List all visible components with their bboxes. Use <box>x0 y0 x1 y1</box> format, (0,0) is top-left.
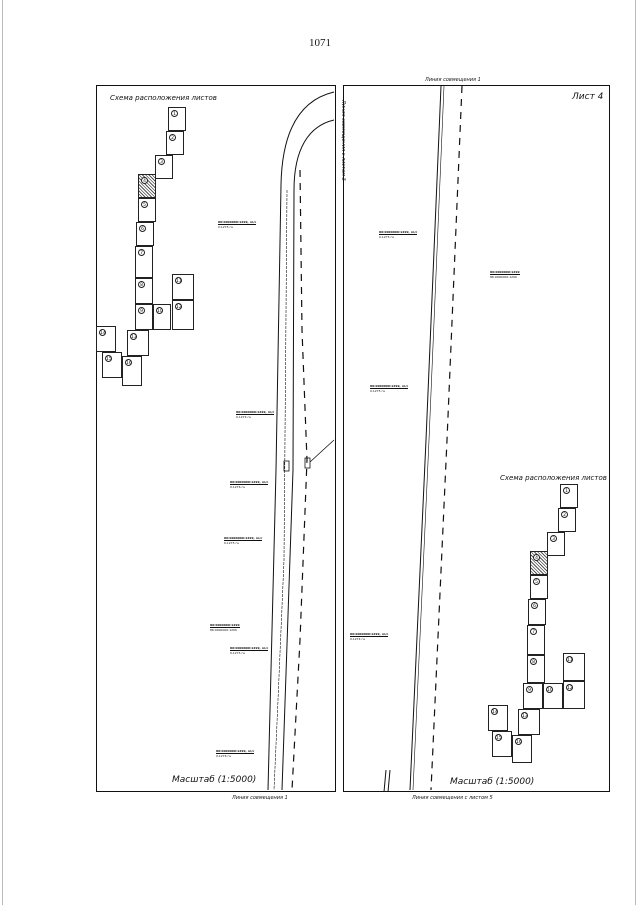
left-scheme-cell-7: 7 <box>135 246 153 278</box>
left-scheme-cell-12: 12 <box>172 300 194 330</box>
left-scheme-cell-current: 4 <box>138 174 156 198</box>
right-top-line-label: Линия совмещения 1 <box>425 77 481 83</box>
left-bottom-line-label: Линия совмещения 1 <box>232 795 288 801</box>
left-branch-line <box>309 439 335 463</box>
right-scheme-cell-8: 8 <box>527 655 545 683</box>
left-scheme-cell-2: 2 <box>166 131 184 155</box>
right-scheme-cell-15: 15 <box>492 731 512 757</box>
right-bottom-line-label: Линия совмещения с листом 5 <box>412 795 493 801</box>
right-scheme-cell-11: 11 <box>563 653 585 681</box>
right-scheme-title: Схема расположения листов <box>500 474 607 482</box>
left-scheme-cell-5: 5 <box>138 198 156 222</box>
right-scheme-cell-current: 4 <box>530 551 548 575</box>
right-scheme-cell-6: 6 <box>528 599 546 625</box>
right-scheme-cell-7: 7 <box>527 625 545 655</box>
sheet-number-label: Лист 4 <box>572 92 604 102</box>
right-scheme-cell-12: 12 <box>563 681 585 709</box>
left-pipeline-dashed <box>291 169 308 791</box>
left-junction-box-2 <box>304 457 311 469</box>
left-scale-label: Масштаб (1:5000) <box>172 775 257 785</box>
right-scheme-cell-13: 13 <box>518 709 540 735</box>
right-scheme-cell-14: 14 <box>488 705 508 731</box>
right-bottom-line-1 <box>383 769 387 793</box>
right-sheet-frame <box>343 85 610 792</box>
left-scheme-cell-15: 15 <box>102 352 122 378</box>
right-scheme-cell-5: 5 <box>530 575 548 599</box>
right-road-edge-1 <box>409 85 442 791</box>
right-road-edge-2 <box>412 85 445 791</box>
left-scheme-cell-8: 8 <box>135 278 153 304</box>
left-scheme-cell-1: 1 <box>168 107 186 131</box>
left-road-edge-outer <box>267 91 335 791</box>
right-pipeline-dashed <box>430 85 463 791</box>
right-scale-label: Масштаб (1:5000) <box>450 777 535 787</box>
left-scheme-cell-14: 14 <box>96 326 116 352</box>
right-scheme-cell-10: 10 <box>543 683 563 709</box>
right-scheme-cell-2: 2 <box>558 508 576 532</box>
right-scheme-cell-1: 1 <box>560 484 578 508</box>
right-bottom-line-2 <box>387 769 391 793</box>
page-edge-left <box>2 0 3 905</box>
left-scheme-cell-6: 6 <box>136 222 154 246</box>
left-scheme-cell-11: 11 <box>172 274 194 300</box>
right-scheme-cell-16: 16 <box>512 735 532 763</box>
left-scheme-cell-13: 13 <box>127 330 149 356</box>
left-scheme-cell-16: 16 <box>122 356 142 386</box>
right-scheme-cell-9: 9 <box>523 683 543 709</box>
left-scheme-cell-10: 10 <box>153 304 171 330</box>
left-lane-line <box>273 189 288 791</box>
left-sheet-frame <box>96 85 336 792</box>
left-road-edge-inner <box>281 119 335 791</box>
left-scheme-cell-9: 9 <box>135 304 153 330</box>
left-scheme-title: Схема расположения листов <box>110 94 217 102</box>
left-scheme-cell-3: 3 <box>155 155 173 179</box>
right-scheme-cell-3: 3 <box>547 532 565 556</box>
page-edge-right <box>635 0 636 905</box>
page-number: 1071 <box>309 37 331 49</box>
left-junction-box-1 <box>283 460 290 472</box>
